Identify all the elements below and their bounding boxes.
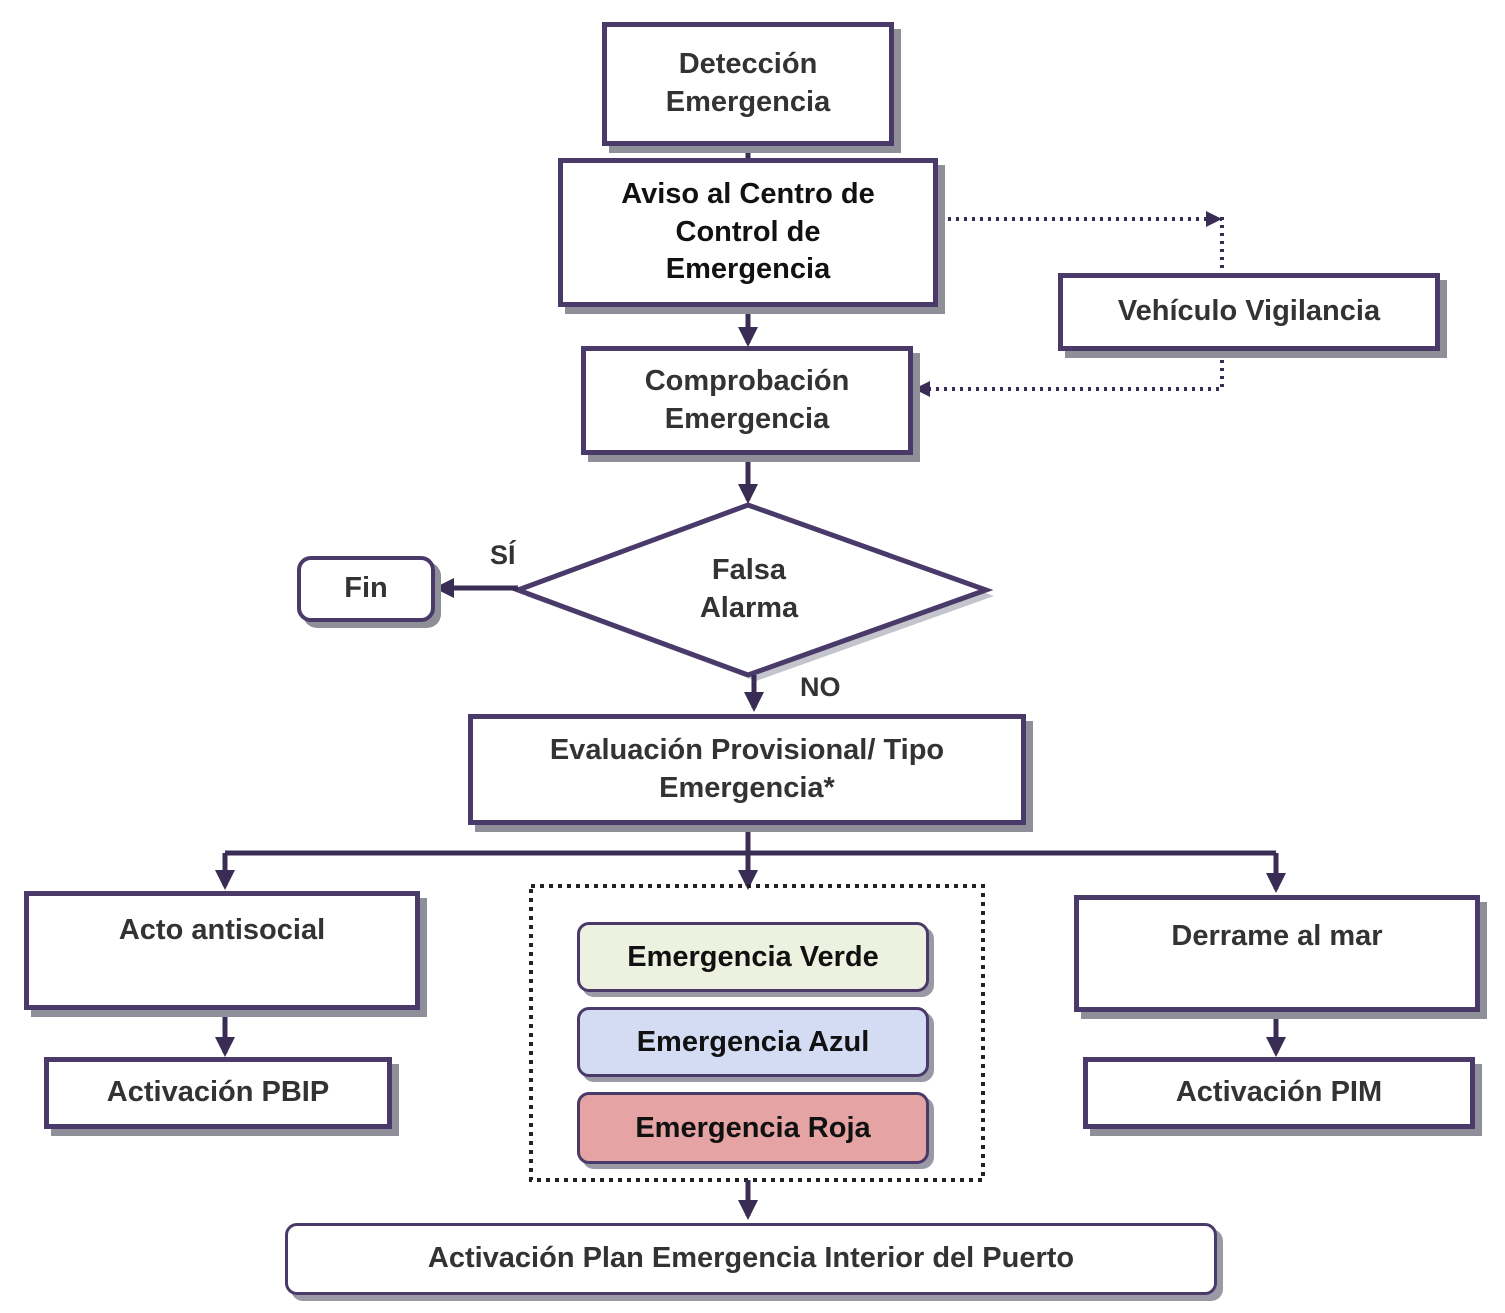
emergency-level-roja: Emergencia Roja	[577, 1092, 929, 1164]
decision-diamond	[510, 502, 994, 678]
node-evaluacion-provisional-label: Evaluación Provisional/ Tipo Emergencia*	[549, 733, 945, 804]
branch-label-no: NO	[800, 672, 841, 702]
emergency-level-verde-label: Emergencia Verde	[627, 940, 879, 973]
connector-aviso-vehiculo	[940, 217, 1224, 268]
node-activacion-pim-label: Activación PIM	[1175, 1076, 1383, 1109]
node-derrame-al-mar: Derrame al mar	[1074, 895, 1480, 1012]
emergency-levels-group	[529, 884, 985, 1182]
node-activacion-pim: Activación PIM	[1083, 1057, 1475, 1129]
node-acto-antisocial-label: Acto antisocial	[118, 914, 326, 946]
connector-vehiculo-comprobacion	[930, 352, 1224, 391]
node-comprobacion-emergencia: Comprobación Emergencia	[581, 346, 913, 455]
node-activacion-plan-emergencia-label: Activación Plan Emergencia Interior del …	[427, 1242, 1075, 1275]
node-acto-antisocial: Acto antisocial	[24, 891, 420, 1010]
node-fin-label: Fin	[344, 572, 388, 605]
emergency-level-roja-label: Emergencia Roja	[635, 1111, 871, 1144]
emergency-level-azul-label: Emergencia Azul	[636, 1025, 870, 1058]
node-fin: Fin	[297, 556, 435, 622]
node-aviso-centro-control-label: Aviso al Centro de Control de Emergencia	[621, 177, 875, 286]
node-aviso-centro-control: Aviso al Centro de Control de Emergencia	[558, 158, 938, 307]
node-vehiculo-vigilancia: Vehículo Vigilancia	[1058, 273, 1440, 351]
node-deteccion-emergencia-label: Detección Emergencia	[665, 48, 831, 118]
connector-aviso-vehiculo-arrowhead	[1206, 211, 1222, 227]
emergency-level-verde: Emergencia Verde	[577, 922, 929, 992]
node-vehiculo-vigilancia-label: Vehículo Vigilancia	[1117, 295, 1381, 328]
decision-falsa-alarma-label: Falsa Alarma	[699, 554, 799, 624]
node-activacion-pbip: Activación PBIP	[44, 1057, 392, 1129]
node-deteccion-emergencia: Detección Emergencia	[602, 22, 894, 146]
node-evaluacion-provisional: Evaluación Provisional/ Tipo Emergencia*	[468, 714, 1026, 825]
connector-vehiculo-comprobacion-arrowhead	[914, 381, 930, 397]
branch-label-si: SÍ	[490, 540, 516, 570]
node-activacion-plan-emergencia: Activación Plan Emergencia Interior del …	[285, 1223, 1217, 1295]
node-activacion-pbip-label: Activación PBIP	[106, 1076, 330, 1109]
node-derrame-al-mar-label: Derrame al mar	[1171, 920, 1383, 952]
emergency-level-azul: Emergencia Azul	[577, 1007, 929, 1077]
node-comprobacion-emergencia-label: Comprobación Emergencia	[644, 364, 850, 435]
